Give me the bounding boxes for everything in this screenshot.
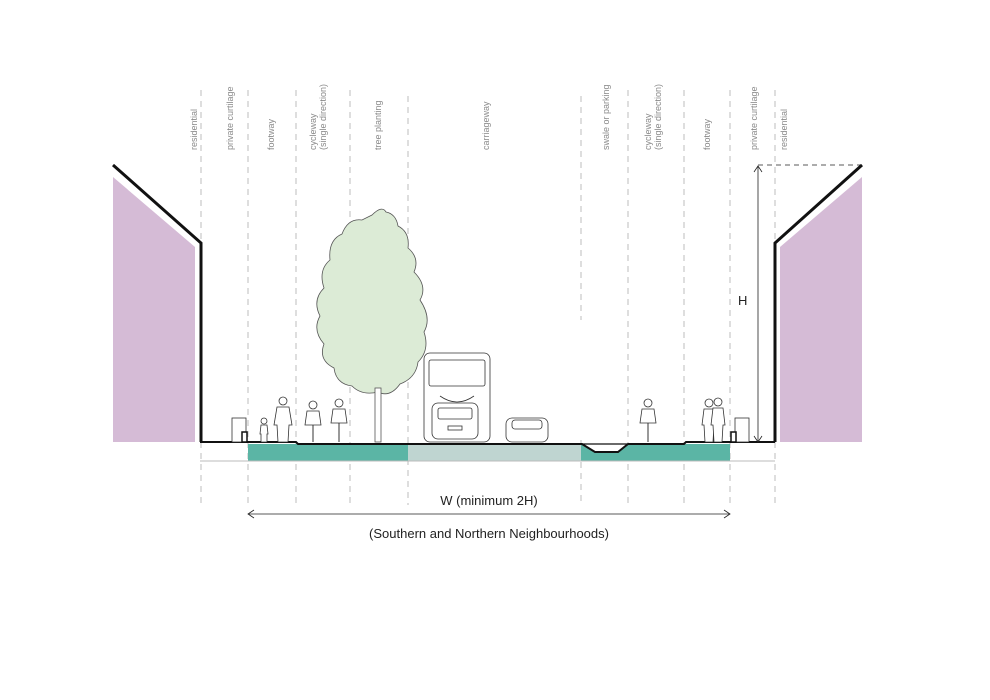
car-behind-bus <box>431 402 479 440</box>
height-label: H <box>738 293 747 308</box>
cyclist-left-1 <box>304 400 322 442</box>
cyclist-right <box>639 398 657 442</box>
zone-label-residential-right: residential <box>779 109 789 150</box>
building-right-outline <box>773 163 864 442</box>
zone-label-residential-left: residential <box>189 109 199 150</box>
carriageway-band <box>408 444 581 461</box>
pedestrians-right <box>701 397 726 443</box>
bollard-left <box>241 431 248 443</box>
left-verge-band <box>248 444 408 461</box>
width-dimension <box>247 509 731 519</box>
zone-label-private-curtilage-left: private curtilage <box>225 86 235 150</box>
building-left-outline <box>112 163 203 442</box>
zone-label-private-curtilage-right: private curtilage <box>749 86 759 150</box>
building-right <box>780 177 862 442</box>
zone-label-carriageway: carriageway <box>481 101 491 150</box>
zone-label-cycleway-right-sub: (single direction) <box>653 84 663 150</box>
zone-labels: residential private curtilage footway cy… <box>189 84 789 150</box>
car <box>505 417 549 443</box>
zone-label-tree-planting: tree planting <box>373 100 383 150</box>
zone-label-cycleway-right: cycleway <box>643 113 653 150</box>
zone-label-footway-right: footway <box>702 118 712 150</box>
zone-label-cycleway-left-sub: (single direction) <box>318 84 328 150</box>
cyclist-left-2 <box>330 398 348 442</box>
caption: (Southern and Northern Neighbourhoods) <box>369 526 609 541</box>
bollard-right <box>730 431 737 443</box>
tree <box>316 208 428 443</box>
pedestrians-left <box>259 396 293 443</box>
zone-label-cycleway-left: cycleway <box>308 113 318 150</box>
height-dimension <box>753 164 862 443</box>
ground-line <box>200 441 775 453</box>
zone-label-footway-left: footway <box>266 118 276 150</box>
bin-right <box>734 417 750 443</box>
building-left <box>113 177 195 442</box>
zone-label-swale: swale or parking <box>601 84 611 150</box>
width-label: W (minimum 2H) <box>440 493 538 508</box>
